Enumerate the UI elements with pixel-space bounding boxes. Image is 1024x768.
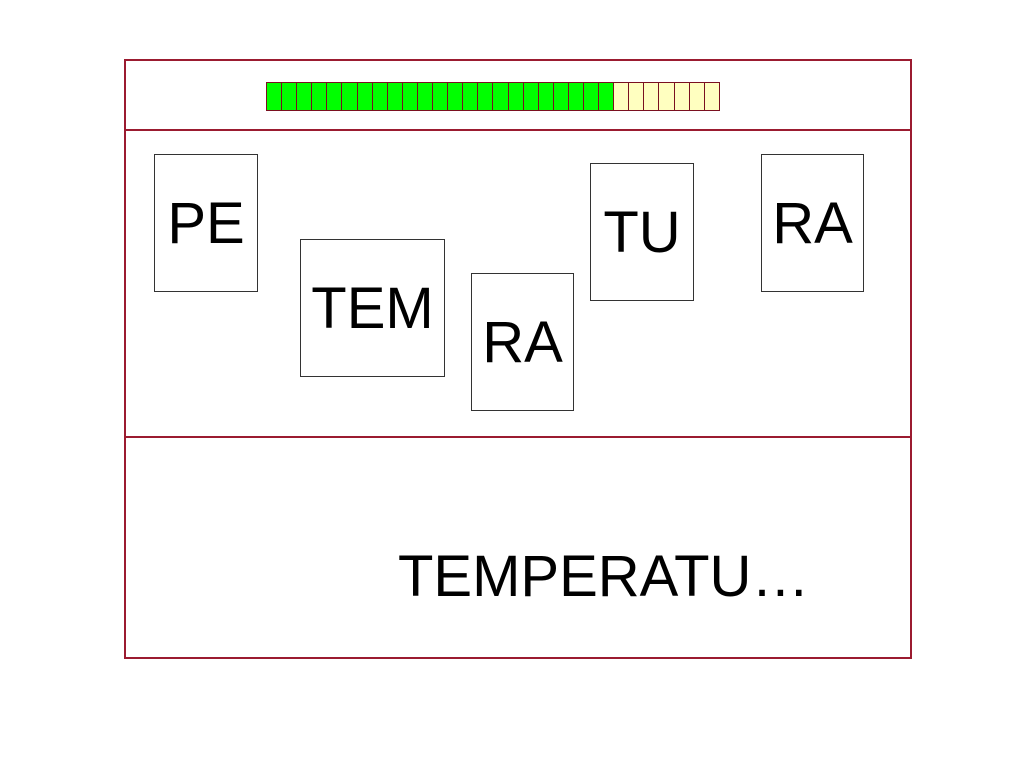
game-frame: PE TEM RA TU RA TEMPERATU… xyxy=(124,59,912,659)
syllable-card-tu[interactable]: TU xyxy=(590,163,694,301)
progress-cell-empty xyxy=(673,82,690,111)
progress-panel xyxy=(126,61,910,131)
progress-cell-filled xyxy=(386,82,403,111)
syllable-card-ra-2[interactable]: RA xyxy=(761,154,864,292)
syllable-card-tem[interactable]: TEM xyxy=(300,239,445,377)
progress-cell-filled xyxy=(401,82,418,111)
syllable-card-ra-1[interactable]: RA xyxy=(471,273,574,411)
progress-cell-filled xyxy=(432,82,449,111)
progress-cell-filled xyxy=(281,82,298,111)
answer-word: TEMPERATU… xyxy=(398,544,810,609)
progress-cell-empty xyxy=(628,82,645,111)
progress-cell-filled xyxy=(371,82,388,111)
progress-cell-filled xyxy=(522,82,539,111)
progress-cell-filled xyxy=(341,82,358,111)
progress-cell-filled xyxy=(296,82,313,111)
progress-cell-filled xyxy=(567,82,584,111)
progress-cell-filled xyxy=(598,82,615,111)
progress-cell-filled xyxy=(311,82,328,111)
progress-cell-filled xyxy=(416,82,434,111)
progress-cell-filled xyxy=(356,82,373,111)
progress-cell-empty xyxy=(643,82,660,111)
progress-cell-filled xyxy=(582,82,600,111)
progress-cell-filled xyxy=(462,82,479,111)
progress-cell-filled xyxy=(477,82,494,111)
progress-cell-filled xyxy=(552,82,569,111)
progress-cell-empty xyxy=(658,82,675,111)
progress-cell-empty xyxy=(703,82,720,111)
progress-cell-empty xyxy=(688,82,705,111)
progress-cell-filled xyxy=(447,82,464,111)
progress-cell-filled xyxy=(537,82,554,111)
progress-cell-filled xyxy=(266,82,283,111)
progress-cell-filled xyxy=(326,82,343,111)
progress-cell-filled xyxy=(507,82,524,111)
progress-cell-empty xyxy=(613,82,630,111)
progress-cell-filled xyxy=(492,82,509,111)
syllable-card-pe[interactable]: PE xyxy=(154,154,258,292)
syllable-card-area: PE TEM RA TU RA xyxy=(126,131,910,438)
answer-area: TEMPERATU… xyxy=(126,438,910,657)
progress-bar xyxy=(266,82,720,111)
